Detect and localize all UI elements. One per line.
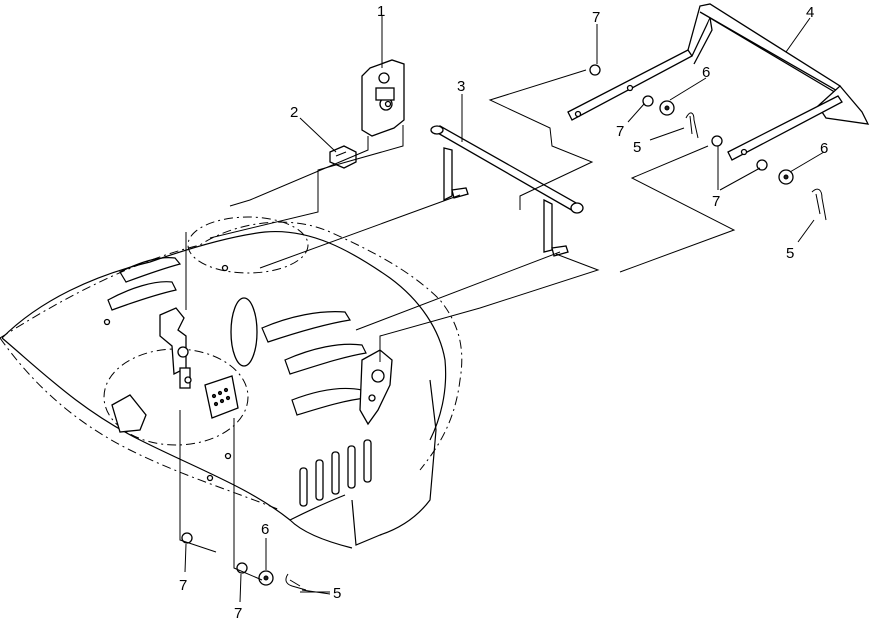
washer-7-right	[711, 135, 723, 147]
left-deck-hanger	[111, 232, 239, 433]
part-4-front-frame	[567, 3, 870, 161]
assembly-lines	[179, 69, 736, 595]
deck-phantom-outline	[0, 221, 463, 471]
hairpin-5-right	[811, 188, 827, 221]
callout-5-mid: 5	[633, 139, 641, 156]
hairpin-5-bottom	[285, 573, 307, 591]
deck-side-skirt	[351, 379, 437, 546]
callout-4: 4	[806, 4, 814, 21]
callout-5-right: 5	[786, 245, 794, 262]
right-deck-hanger	[359, 349, 393, 426]
hairpin-5-mid	[685, 112, 699, 139]
part-1-bracket	[361, 59, 405, 137]
deck-oblong-slot	[230, 297, 258, 367]
hardware	[181, 64, 827, 591]
callout-6-bottom: 6	[261, 521, 269, 538]
part-2-bolt	[329, 145, 357, 169]
deck-outline	[1, 230, 447, 441]
callout-3: 3	[457, 78, 465, 95]
callout-7-bottom: 7	[234, 605, 242, 622]
deck-phantom-left	[0, 337, 281, 511]
deck-front-edge	[1, 337, 346, 521]
callout-7-mid: 7	[616, 123, 624, 140]
part-3-pivot-rod	[430, 125, 584, 257]
callout-numbers: 1 2 3 4 7 6 7 5 6 7 5 6 7 7 5	[179, 3, 828, 622]
callout-2: 2	[290, 104, 298, 121]
washer-7-mid	[642, 95, 654, 107]
callout-7-top: 7	[592, 9, 600, 26]
callout-7-left: 7	[179, 577, 187, 594]
washer-7-top	[589, 64, 601, 76]
deck-ribs	[107, 257, 367, 416]
callout-6-right: 6	[820, 140, 828, 157]
callout-6-mid: 6	[702, 64, 710, 81]
washer-7-right2	[756, 159, 768, 171]
callout-1: 1	[377, 3, 385, 20]
deck-skirt-lower	[289, 519, 353, 549]
callout-5-bottom: 5	[333, 585, 341, 602]
spindle-phantom	[187, 216, 309, 274]
deck-mount-holes	[103, 264, 232, 482]
deck-vent-slots	[299, 439, 372, 507]
washer-7-left	[181, 532, 193, 544]
hanger-perforations	[211, 387, 231, 407]
callout-7-right: 7	[712, 193, 720, 210]
callout-leaders	[184, 16, 825, 603]
